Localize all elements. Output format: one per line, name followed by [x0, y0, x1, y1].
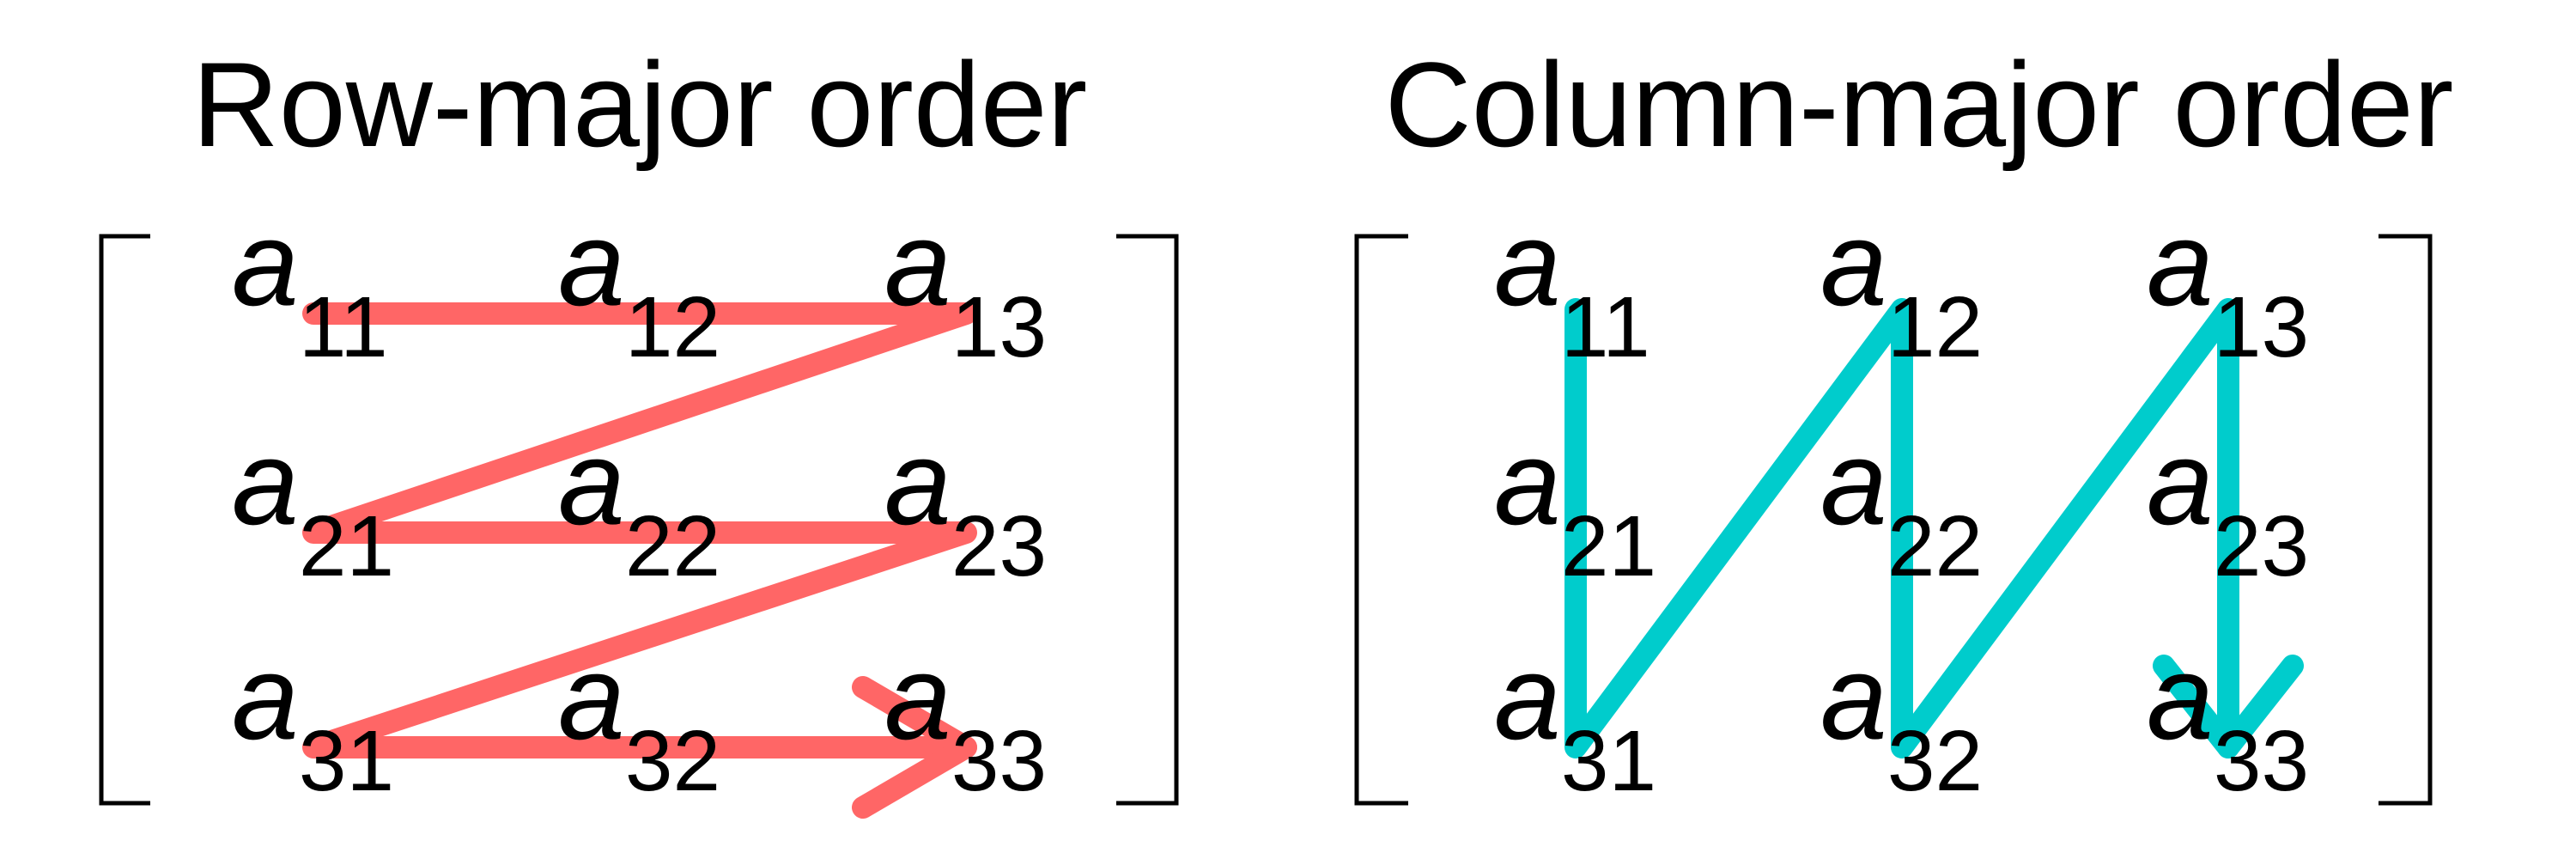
- element-subscript: 22: [1887, 498, 1983, 594]
- row-major-title: Row-major order: [192, 37, 1087, 172]
- right-bracket: [2379, 234, 2433, 806]
- element-subscript: 13: [951, 279, 1047, 375]
- matrix-element-a21: a21: [232, 415, 394, 594]
- element-subscript: 23: [2214, 498, 2309, 594]
- row-major-traversal-path: [302, 302, 977, 758]
- element-base-letter: a: [884, 196, 951, 331]
- matrix-element-a32: a32: [558, 630, 720, 809]
- element-base-letter: a: [558, 196, 625, 331]
- matrix-element-a11: a11: [1494, 196, 1650, 375]
- element-subscript: 13: [2214, 279, 2309, 375]
- element-base-letter: a: [884, 415, 951, 550]
- element-subscript: 12: [1887, 279, 1983, 375]
- matrix-element-a12: a12: [558, 196, 720, 375]
- matrix-element-a23: a23: [884, 415, 1047, 594]
- element-subscript: 33: [2214, 713, 2309, 809]
- element-subscript: 31: [299, 713, 394, 809]
- element-subscript: 11: [299, 279, 388, 375]
- element-subscript: 32: [625, 713, 720, 809]
- element-base-letter: a: [232, 196, 299, 331]
- matrix-element-a23: a23: [2147, 415, 2309, 594]
- matrix-element-a12: a12: [1820, 196, 1983, 375]
- matrix-element-a32: a32: [1820, 630, 1983, 809]
- element-base-letter: a: [2147, 196, 2214, 331]
- row-major-arrowhead: [852, 676, 977, 819]
- element-base-letter: a: [1494, 415, 1561, 550]
- element-subscript: 12: [625, 279, 720, 375]
- matrix-element-a31: a31: [232, 630, 394, 809]
- element-subscript: 32: [1887, 713, 1983, 809]
- right-bracket: [1116, 234, 1179, 806]
- column-major-title: Column-major order: [1385, 37, 2454, 172]
- element-subscript: 11: [1561, 279, 1650, 375]
- element-base-letter: a: [232, 630, 299, 765]
- matrix-element-a33: a33: [884, 630, 1047, 809]
- element-subscript: 21: [1561, 498, 1656, 594]
- element-base-letter: a: [232, 415, 299, 550]
- element-subscript: 21: [299, 498, 394, 594]
- element-base-letter: a: [1494, 196, 1561, 331]
- element-subscript: 33: [951, 713, 1047, 809]
- left-bracket: [99, 234, 150, 806]
- matrix-element-a21: a21: [1494, 415, 1656, 594]
- element-base-letter: a: [1820, 196, 1887, 331]
- matrix-element-a31: a31: [1494, 630, 1656, 809]
- element-base-letter: a: [2147, 415, 2214, 550]
- element-base-letter: a: [1820, 630, 1887, 765]
- element-subscript: 31: [1561, 713, 1656, 809]
- matrix-element-a11: a11: [232, 196, 388, 375]
- element-base-letter: a: [1820, 415, 1887, 550]
- matrix-element-a22: a22: [558, 415, 720, 594]
- matrix-element-a13: a13: [2147, 196, 2309, 375]
- matrix-element-a13: a13: [884, 196, 1047, 375]
- matrix-element-a22: a22: [1820, 415, 1983, 594]
- column-major-arrowhead: [2153, 655, 2304, 758]
- element-subscript: 22: [625, 498, 720, 594]
- matrix-element-a33: a33: [2147, 630, 2309, 809]
- element-base-letter: a: [884, 630, 951, 765]
- left-bracket: [1354, 234, 1408, 806]
- element-base-letter: a: [2147, 630, 2214, 765]
- element-subscript: 23: [951, 498, 1047, 594]
- column-major-traversal-path: [1564, 298, 2239, 758]
- element-base-letter: a: [1494, 630, 1561, 765]
- element-base-letter: a: [558, 630, 625, 765]
- element-base-letter: a: [558, 415, 625, 550]
